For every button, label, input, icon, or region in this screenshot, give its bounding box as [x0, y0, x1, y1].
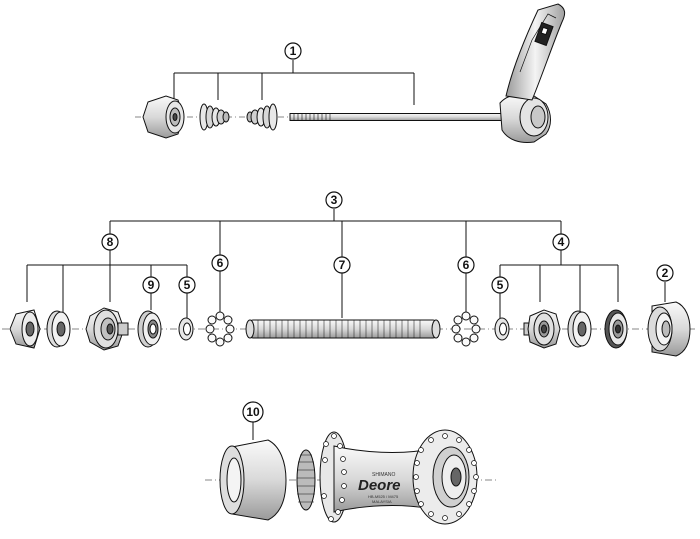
svg-text:3: 3 [331, 193, 338, 207]
callout-6-left: 6 [211, 254, 229, 272]
qr-adjusting-nut [142, 95, 185, 139]
callout-9: 9 [142, 276, 160, 294]
dust-seal-left [137, 310, 162, 348]
svg-text:4: 4 [558, 235, 565, 249]
axle-assembly-group [2, 209, 698, 357]
ball-bearings-right [451, 311, 481, 347]
callout-5-left: 5 [178, 276, 196, 294]
callout-4: 4 [552, 233, 570, 251]
rotor-lockring [219, 439, 287, 521]
qr-skewer-rod [289, 113, 506, 121]
lock-nut-left [9, 309, 41, 349]
hub-body [296, 429, 478, 525]
dust-cap [647, 301, 691, 357]
washer-right [567, 310, 592, 348]
qr-spring-right [246, 103, 278, 131]
callouts: 1 2 3 4 5 5 6 6 [101, 42, 674, 423]
hub-axle [245, 319, 441, 339]
callout-8: 8 [101, 233, 119, 251]
svg-text:10: 10 [246, 405, 260, 419]
callout-2: 2 [656, 264, 674, 282]
lock-nut-right [604, 309, 628, 349]
callout-5-right: 5 [491, 276, 509, 294]
callout-1: 1 [284, 42, 302, 60]
spoke-holes-right-flange [413, 433, 479, 521]
svg-text:7: 7 [339, 258, 346, 272]
hub-code-label: HB-M525 / M475 [368, 494, 399, 499]
hub-model-label: Deore [358, 477, 401, 494]
svg-text:1: 1 [290, 44, 297, 58]
callout-3: 3 [325, 191, 343, 209]
hub-maker-label: SHIMANO [372, 472, 395, 478]
washer-left [46, 310, 71, 348]
quick-release-group [135, 3, 566, 143]
hub-origin-label: MALAYSIA [372, 499, 392, 504]
hub-branding: SHIMANO Deore HB-M525 / M475 MALAYSIA [358, 472, 401, 504]
svg-text:6: 6 [217, 256, 224, 270]
callout-4-leaders [499, 250, 619, 312]
svg-text:2: 2 [662, 266, 669, 280]
qr-spring-left [199, 103, 230, 131]
ball-bearings-left [205, 311, 235, 347]
hub-shell-group [205, 422, 498, 525]
callout-6-right: 6 [457, 256, 475, 274]
svg-text:5: 5 [497, 278, 504, 292]
qr-cam-lever [499, 3, 566, 143]
spoke-holes-left-flange [321, 433, 347, 522]
callout-1-leaders [173, 60, 415, 105]
callout-3-leaders [109, 209, 562, 257]
o-ring-left [178, 317, 194, 341]
o-ring-right [494, 317, 510, 341]
cone-nut-left [85, 307, 129, 351]
svg-text:6: 6 [463, 258, 470, 272]
callout-8-leaders [26, 250, 188, 312]
svg-text:8: 8 [107, 235, 114, 249]
cone-nut-right [523, 309, 561, 349]
callout-7: 7 [333, 256, 351, 274]
svg-text:5: 5 [184, 278, 191, 292]
svg-text:9: 9 [148, 278, 155, 292]
callout-10: 10 [242, 401, 264, 423]
